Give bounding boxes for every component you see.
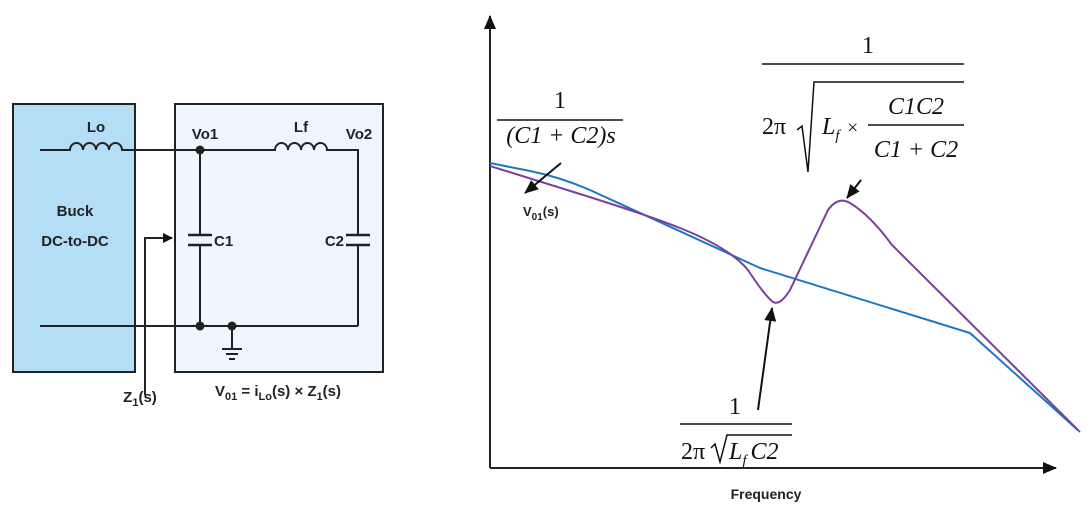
denominator: (C1 + C2)s: [506, 123, 616, 149]
c2-label: C2: [325, 233, 344, 250]
circuit-schematic: Buck DC-to-DC Lo Lf Vo1 Vo2 C1 C2: [12, 103, 384, 409]
numerator: 1: [554, 88, 566, 114]
sqrt-icon: [710, 434, 792, 465]
c1-label: C1: [214, 233, 233, 250]
numerator: 1: [862, 33, 874, 59]
dc-to-dc-label: DC-to-DC: [41, 233, 109, 250]
node-dot: [195, 145, 205, 155]
fraction-denominator: C1 + C2: [874, 137, 958, 163]
v01-curve-label: V01(s): [523, 204, 559, 223]
numerator: 1: [729, 394, 741, 420]
peak-resonance-annotation: 1 2π Lf × C1C2 C1 + C2: [762, 33, 964, 199]
vo2-label: Vo2: [346, 126, 372, 143]
times-sign: ×: [847, 117, 858, 139]
arrow-icon: [846, 179, 862, 199]
top-wire: [40, 142, 359, 236]
capacitive-asymptote-annotation: 1 (C1 + C2)s: [497, 88, 623, 194]
sqrt-icon: [796, 81, 964, 173]
v01-equation: V01 = iLo(s) × Z1(s): [215, 383, 341, 403]
capacitor-c2-icon: [346, 233, 370, 326]
fraction-numerator: C1C2: [888, 94, 944, 120]
arrow-icon: [524, 162, 562, 194]
z1-label: Z1(s): [123, 389, 157, 409]
lf-label: Lf: [294, 119, 309, 136]
z1-arrow-icon: [144, 233, 173, 395]
buck-block: [12, 103, 136, 373]
two-pi: 2π: [762, 114, 786, 140]
bode-plot: Frequency V01(s) 1 (C1 + C2)s 1 2π Lf × …: [484, 15, 1081, 502]
x-axis-label: Frequency: [731, 486, 802, 502]
asymptote-curve: [489, 162, 1081, 433]
node-dot: [195, 321, 205, 331]
buck-label: Buck: [57, 203, 94, 220]
capacitor-c1-icon: [188, 150, 212, 326]
lf-symbol: Lf: [821, 114, 841, 144]
two-pi: 2π: [681, 439, 705, 465]
arrow-icon: [757, 307, 777, 411]
v01-response-curve: [489, 165, 1079, 431]
vo1-label: Vo1: [192, 126, 218, 143]
ground-icon: [222, 326, 242, 360]
lo-label: Lo: [87, 119, 105, 136]
filter-block: [174, 103, 384, 373]
